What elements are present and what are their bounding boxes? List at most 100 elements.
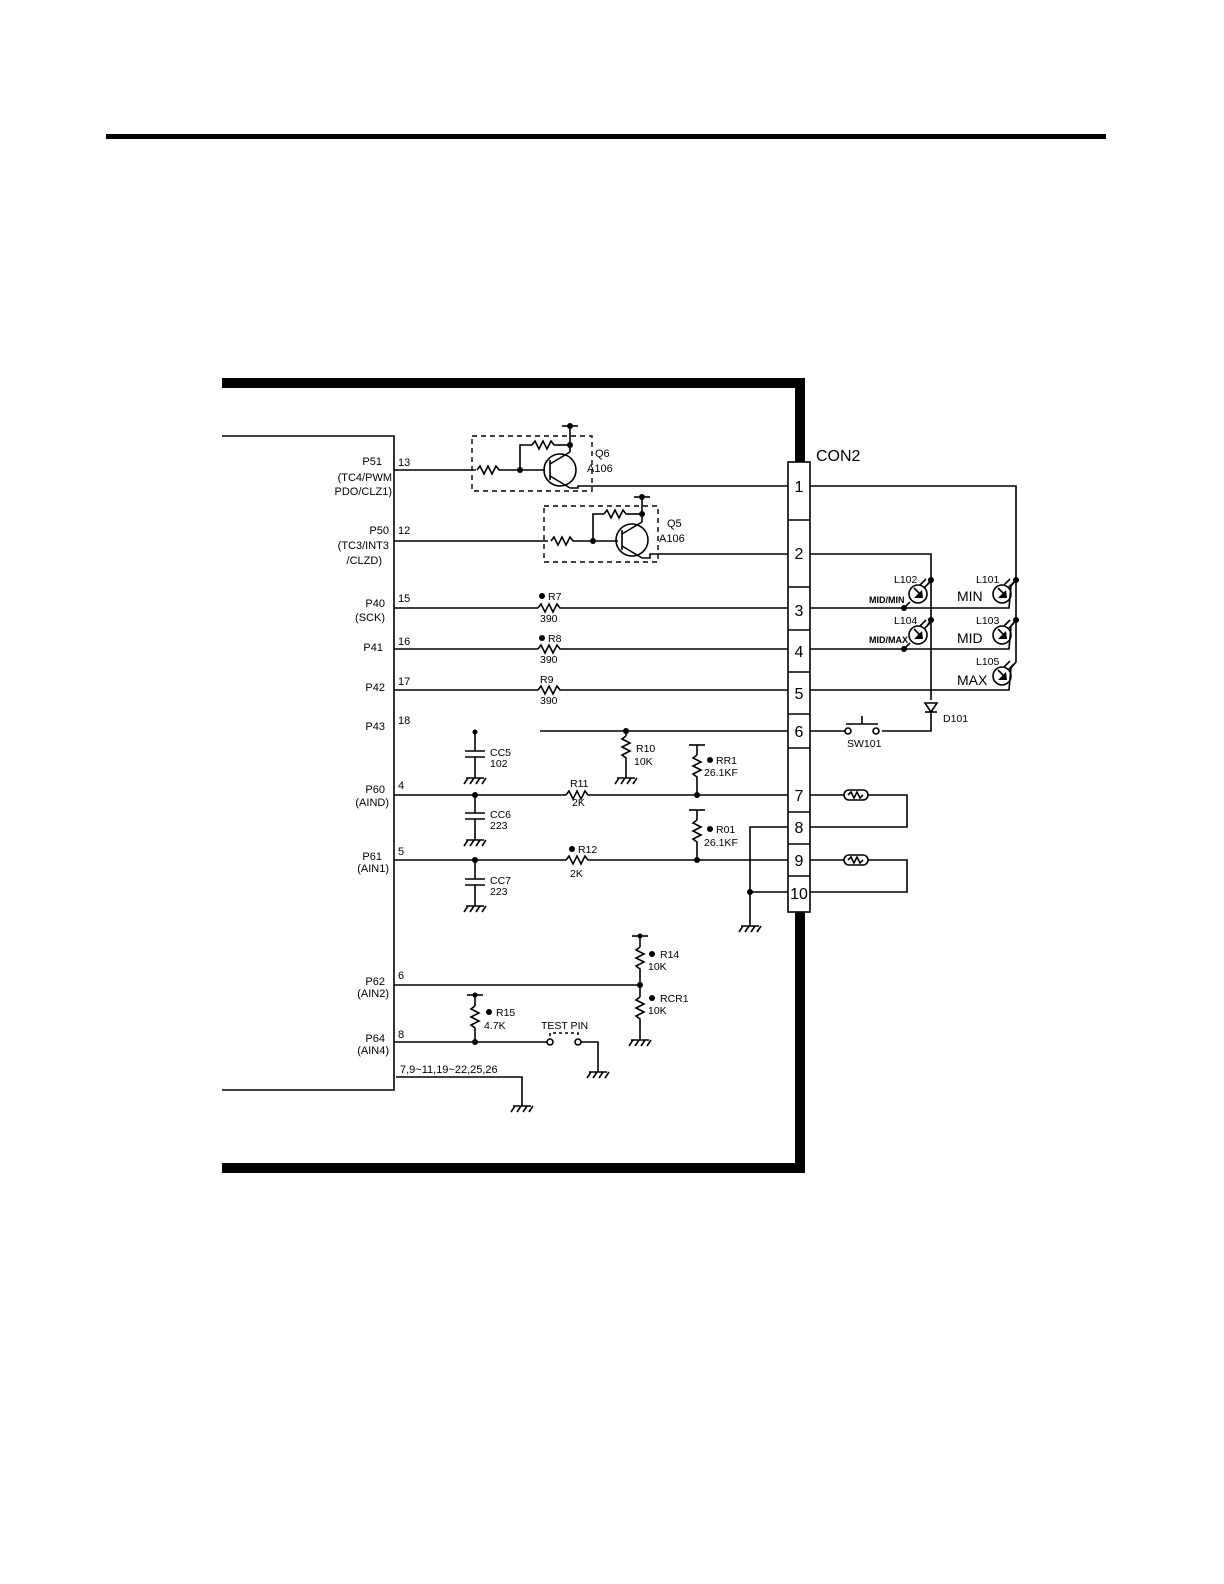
p61-network: R12 2K CC7 223 R01 26.1KF xyxy=(394,809,788,913)
svg-text:L104: L104 xyxy=(894,615,918,627)
svg-text:P42: P42 xyxy=(365,682,385,694)
svg-text:R11: R11 xyxy=(570,778,589,790)
svg-text:10K: 10K xyxy=(648,1005,667,1017)
svg-text:2K: 2K xyxy=(570,868,583,880)
svg-text:223: 223 xyxy=(490,886,508,898)
p60-network: R11 2K CC6 223 RR1 26.1KF xyxy=(394,744,788,847)
svg-text:7,9~11,19~22,25,26: 7,9~11,19~22,25,26 xyxy=(400,1064,498,1076)
svg-text:RR1: RR1 xyxy=(716,755,737,767)
svg-text:CC5: CC5 xyxy=(490,747,511,759)
mcu-pin-labels: P51 (TC4/PWM PDO/CLZ1) 13 P50 (TC3/INT3 … xyxy=(335,456,498,1076)
svg-text:R8: R8 xyxy=(548,633,562,645)
mcu-body xyxy=(222,435,395,1091)
svg-text:26.1KF: 26.1KF xyxy=(704,767,738,779)
svg-text:5: 5 xyxy=(398,846,404,858)
p43-network: R10 10K CC5 102 xyxy=(463,728,788,785)
svg-text:CC6: CC6 xyxy=(490,809,511,821)
svg-text:P51: P51 xyxy=(362,456,382,468)
svg-text:6: 6 xyxy=(795,724,804,741)
svg-text:13: 13 xyxy=(398,457,410,469)
svg-text:A106: A106 xyxy=(659,533,685,545)
svg-text:(AIN4): (AIN4) xyxy=(357,1045,389,1057)
svg-text:8: 8 xyxy=(398,1029,404,1041)
svg-text:CON2: CON2 xyxy=(816,448,861,465)
svg-text:4.7K: 4.7K xyxy=(484,1020,506,1032)
svg-text:9: 9 xyxy=(795,853,804,870)
svg-text:390: 390 xyxy=(540,695,558,707)
p64-network: R15 4.7K TEST PIN xyxy=(394,992,610,1079)
switch-sw101: SW101 xyxy=(810,716,882,750)
svg-text:(TC3/INT3: (TC3/INT3 xyxy=(338,540,389,552)
svg-text:2: 2 xyxy=(795,546,804,563)
svg-text:26.1KF: 26.1KF xyxy=(704,837,738,849)
svg-text:15: 15 xyxy=(398,593,410,605)
svg-text:4: 4 xyxy=(795,644,804,661)
svg-text:R15: R15 xyxy=(496,1007,515,1019)
svg-text:10K: 10K xyxy=(634,756,653,768)
svg-text:L103: L103 xyxy=(976,615,1000,627)
segment-resistors: R7 390 R8 390 R9 390 xyxy=(394,591,788,707)
svg-text:7: 7 xyxy=(795,788,804,805)
svg-text:P40: P40 xyxy=(365,598,385,610)
svg-text:L101: L101 xyxy=(976,574,1000,586)
svg-text:17: 17 xyxy=(398,676,410,688)
svg-text:223: 223 xyxy=(490,820,508,832)
svg-text:MID: MID xyxy=(957,630,983,646)
svg-text:RCR1: RCR1 xyxy=(660,993,689,1005)
svg-text:P41: P41 xyxy=(363,642,383,654)
svg-text:390: 390 xyxy=(540,654,558,666)
svg-text:R14: R14 xyxy=(660,949,679,961)
svg-text:8: 8 xyxy=(795,820,804,837)
svg-text:10K: 10K xyxy=(648,961,667,973)
svg-text:102: 102 xyxy=(490,758,508,770)
svg-text:R9: R9 xyxy=(540,674,554,686)
led-array: L102 MID/MIN L101 MIN L104 MID/MAX L103 … xyxy=(810,485,1019,700)
svg-text:MID/MAX: MID/MAX xyxy=(869,635,908,645)
svg-text:3: 3 xyxy=(795,603,804,620)
svg-text:PDO/CLZ1): PDO/CLZ1) xyxy=(335,486,392,498)
svg-text:1: 1 xyxy=(795,479,804,496)
svg-text:(AIN1): (AIN1) xyxy=(357,863,389,875)
transistor-q6: Q6 A106 xyxy=(394,423,788,492)
p62-network: R14 10K RCR1 10K xyxy=(394,933,689,1047)
svg-text:P60: P60 xyxy=(365,784,385,796)
svg-text:(TC4/PWM: (TC4/PWM xyxy=(338,472,392,484)
svg-text:16: 16 xyxy=(398,636,410,648)
svg-text:(AIN2): (AIN2) xyxy=(357,988,389,1000)
test-pin-label: TEST PIN xyxy=(541,1020,588,1032)
svg-text:MID/MIN: MID/MIN xyxy=(869,595,905,605)
svg-text:R7: R7 xyxy=(548,591,562,603)
svg-text:D101: D101 xyxy=(943,713,968,725)
svg-text:A106: A106 xyxy=(587,463,613,475)
svg-text:390: 390 xyxy=(540,613,558,625)
con2-connector: CON2 1 2 3 4 5 6 7 8 9 10 xyxy=(787,448,861,913)
svg-text:10: 10 xyxy=(790,886,808,903)
svg-text:/CLZD): /CLZD) xyxy=(347,555,382,567)
svg-text:(AIND): (AIND) xyxy=(355,797,389,809)
svg-text:R10: R10 xyxy=(636,743,655,755)
svg-text:12: 12 xyxy=(398,525,410,537)
svg-text:P64: P64 xyxy=(365,1033,385,1045)
svg-text:SW101: SW101 xyxy=(847,738,882,750)
header-rule xyxy=(106,134,1106,139)
svg-text:6: 6 xyxy=(398,970,404,982)
svg-text:P61: P61 xyxy=(362,851,382,863)
svg-text:Q5: Q5 xyxy=(667,518,682,530)
diode-d101: D101 xyxy=(882,702,968,732)
svg-text:MAX: MAX xyxy=(957,672,988,688)
svg-text:R12: R12 xyxy=(578,844,597,856)
board-frame xyxy=(222,378,805,462)
svg-text:P43: P43 xyxy=(365,721,385,733)
svg-text:2K: 2K xyxy=(572,797,585,809)
svg-text:18: 18 xyxy=(398,715,410,727)
svg-text:4: 4 xyxy=(398,780,404,792)
svg-text:R01: R01 xyxy=(716,824,735,836)
svg-text:(SCK): (SCK) xyxy=(355,612,385,624)
svg-text:P62: P62 xyxy=(365,976,385,988)
transistor-q5: Q5 A106 xyxy=(394,494,788,563)
svg-text:5: 5 xyxy=(795,686,804,703)
svg-text:P50: P50 xyxy=(369,525,389,537)
svg-text:CC7: CC7 xyxy=(490,875,511,887)
svg-text:Q6: Q6 xyxy=(595,448,610,460)
